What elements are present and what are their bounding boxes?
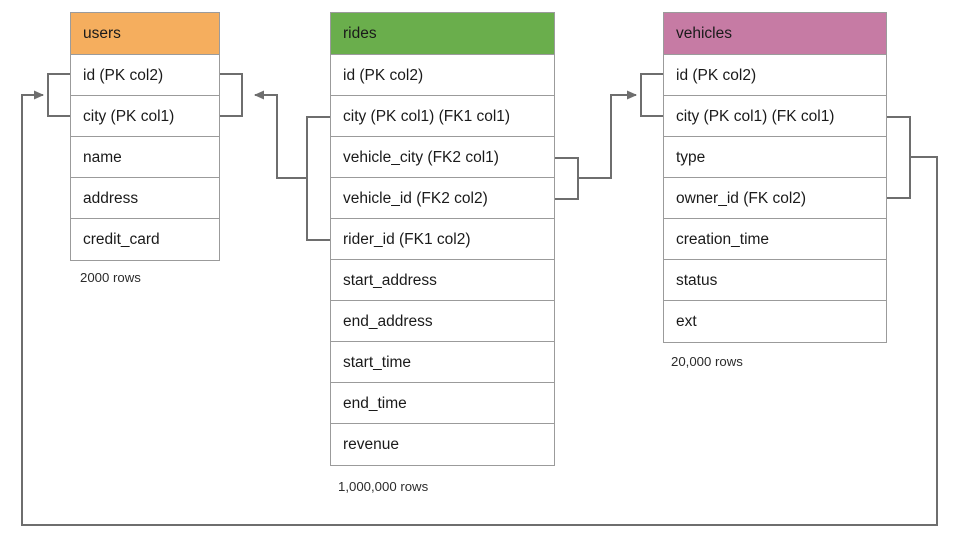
table-rides-row-id[interactable]: id (PK col2) <box>331 55 554 96</box>
table-users-row-credit-card[interactable]: credit_card <box>71 219 219 260</box>
table-rides-title: rides <box>343 25 377 42</box>
connector-vehicles-right-bracket <box>887 116 911 199</box>
table-vehicles-row-ext[interactable]: ext <box>664 301 886 342</box>
table-vehicles-row-id[interactable]: id (PK col2) <box>664 55 886 96</box>
table-users-row-name[interactable]: name <box>71 137 219 178</box>
connector-users-left-bracket <box>47 73 70 117</box>
connector-rides-to-vehicles <box>578 90 637 179</box>
connector-rides-left-bracket <box>306 116 330 241</box>
table-vehicles-row-status[interactable]: status <box>664 260 886 301</box>
table-vehicles-row-city[interactable]: city (PK col1) (FK col1) <box>664 96 886 137</box>
connector-vehicles-left-bracket <box>640 73 663 117</box>
table-vehicles-header: vehicles <box>664 13 886 55</box>
table-users-row-city[interactable]: city (PK col1) <box>71 96 219 137</box>
connector-rides-to-users <box>254 90 307 179</box>
table-rides-row-end-address[interactable]: end_address <box>331 301 554 342</box>
table-users-row-id[interactable]: id (PK col2) <box>71 55 219 96</box>
table-users-header: users <box>71 13 219 55</box>
table-vehicles-title: vehicles <box>676 25 732 42</box>
table-vehicles-row-creation-time[interactable]: creation_time <box>664 219 886 260</box>
table-users-title: users <box>83 25 121 42</box>
table-rides-row-city[interactable]: city (PK col1) (FK1 col1) <box>331 96 554 137</box>
table-rides-row-revenue[interactable]: revenue <box>331 424 554 465</box>
table-rides-row-vehicle-id[interactable]: vehicle_id (FK2 col2) <box>331 178 554 219</box>
table-rides-header: rides <box>331 13 554 55</box>
table-vehicles-row-count: 20,000 rows <box>671 354 743 369</box>
table-rides-row-start-time[interactable]: start_time <box>331 342 554 383</box>
table-rides-row-count: 1,000,000 rows <box>338 479 429 494</box>
table-users-row-count: 2000 rows <box>80 270 141 285</box>
table-vehicles-row-owner-id[interactable]: owner_id (FK col2) <box>664 178 886 219</box>
connector-users-right-bracket <box>220 73 243 117</box>
table-vehicles-row-type[interactable]: type <box>664 137 886 178</box>
table-users-row-address[interactable]: address <box>71 178 219 219</box>
table-rides-row-vehicle-city[interactable]: vehicle_city (FK2 col1) <box>331 137 554 178</box>
table-rides-row-rider-id[interactable]: rider_id (FK1 col2) <box>331 219 554 260</box>
table-rides[interactable]: rides id (PK col2) city (PK col1) (FK1 c… <box>330 12 555 466</box>
table-rides-row-end-time[interactable]: end_time <box>331 383 554 424</box>
table-rides-row-start-address[interactable]: start_address <box>331 260 554 301</box>
table-users[interactable]: users id (PK col2) city (PK col1) name a… <box>70 12 220 261</box>
connector-rides-right-bracket <box>555 157 579 200</box>
table-vehicles[interactable]: vehicles id (PK col2) city (PK col1) (FK… <box>663 12 887 343</box>
